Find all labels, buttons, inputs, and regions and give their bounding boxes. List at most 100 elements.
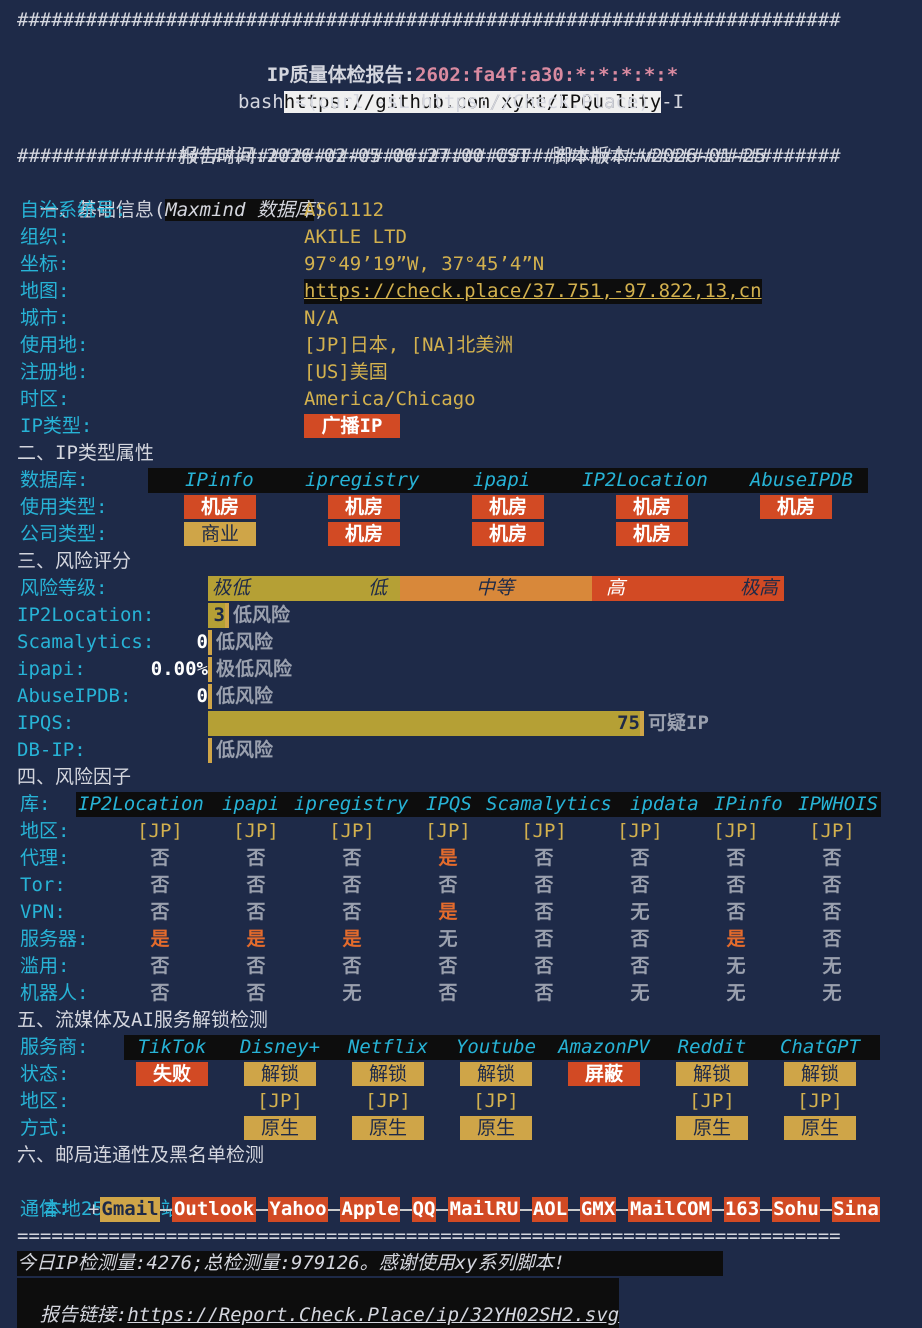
factor-value: 否 bbox=[630, 847, 650, 869]
method-badge: 原生 bbox=[460, 1116, 532, 1140]
factor-value: [JP] bbox=[809, 820, 855, 842]
lib-header-ipwhois: IPWHOIS bbox=[798, 793, 879, 815]
region-value: [JP] bbox=[473, 1090, 519, 1112]
risk-scamalytics-label: Scamalytics: bbox=[17, 631, 155, 653]
factor-value: 无 bbox=[438, 928, 458, 950]
registry-value: [US]美国 bbox=[304, 361, 388, 383]
risk-scale: 极低 低 中等 高 极高 bbox=[208, 576, 784, 601]
risk-bar-pipe bbox=[208, 684, 212, 709]
factor-value: 否 bbox=[726, 874, 746, 896]
risk-text: 低风险 bbox=[216, 685, 274, 707]
company-ipinfo: 商业 bbox=[184, 522, 256, 546]
method-badge: 原生 bbox=[676, 1116, 748, 1140]
risk-bar-pipe bbox=[208, 738, 212, 763]
status-badge: 解锁 bbox=[784, 1062, 856, 1086]
usage-place-label: 使用地: bbox=[20, 334, 89, 356]
factor-value: 否 bbox=[342, 901, 362, 923]
coords-label: 坐标: bbox=[20, 253, 70, 275]
factor-value: 否 bbox=[246, 982, 266, 1004]
factor-value: 否 bbox=[534, 955, 554, 977]
service-netflix: Netflix bbox=[347, 1036, 429, 1058]
factor-value: 否 bbox=[246, 874, 266, 896]
footer-stats: 今日IP检测量:4276;总检测量:979126。感谢使用xy系列脚本! bbox=[17, 1251, 723, 1276]
hash-separator-bottom: ########################################… bbox=[17, 145, 841, 167]
section-risk-factors-title: 四、风险因子 bbox=[17, 766, 132, 788]
company-ip2location: 机房 bbox=[616, 522, 688, 546]
factor-value: 否 bbox=[150, 982, 170, 1004]
factor-value: 否 bbox=[150, 847, 170, 869]
asn-label: 自治系统号: bbox=[20, 199, 127, 221]
status-badge: 解锁 bbox=[352, 1062, 424, 1086]
factor-value: 否 bbox=[150, 901, 170, 923]
factor-value: 否 bbox=[342, 874, 362, 896]
factor-value: 否 bbox=[822, 874, 842, 896]
factor-value: 是 bbox=[150, 928, 170, 950]
risk-bar-pipe bbox=[208, 630, 212, 655]
map-link[interactable]: https://check.place/37.751,-97.822,13,cn bbox=[304, 279, 762, 304]
risk-abuseipdb-label: AbuseIPDB: bbox=[17, 685, 132, 707]
footer-link-row: 报告链接:https://Report.Check.Place/ip/32YH0… bbox=[17, 1278, 620, 1328]
command-line: bash <(curl -sL https://Check.Place) -I bbox=[237, 91, 685, 113]
repo-row: https://github.com/xykt/IPQuality bbox=[0, 62, 922, 116]
mail-163: 163 bbox=[724, 1197, 760, 1222]
factor-label: 地区: bbox=[20, 820, 70, 842]
risk-score: 75 bbox=[617, 712, 640, 734]
mail-sohu: Sohu bbox=[772, 1197, 820, 1222]
region-value: [JP] bbox=[797, 1090, 843, 1112]
factor-value: [JP] bbox=[137, 820, 183, 842]
risk-bar-fill bbox=[208, 603, 225, 628]
risk-dbip-label: DB-IP: bbox=[17, 739, 86, 761]
risk-text: 低风险 bbox=[233, 604, 291, 626]
factor-value: 无 bbox=[822, 982, 842, 1004]
status-badge: 失败 bbox=[136, 1062, 208, 1086]
maxmind-db-label: Maxmind 数据库 bbox=[165, 199, 314, 221]
factor-value: 否 bbox=[342, 955, 362, 977]
factor-value: 否 bbox=[246, 955, 266, 977]
factor-value: 是 bbox=[342, 928, 362, 950]
lib-label: 库: bbox=[20, 793, 51, 815]
factor-label: Tor: bbox=[20, 874, 66, 896]
db-header-bg bbox=[148, 468, 868, 493]
factor-value: 否 bbox=[246, 847, 266, 869]
factor-value: 否 bbox=[630, 874, 650, 896]
timezone-label: 时区: bbox=[20, 388, 70, 410]
mail-gmx: GMX bbox=[580, 1197, 616, 1222]
footer-report-link[interactable]: https://Report.Check.Place/ip/32YH02SH2.… bbox=[127, 1304, 620, 1326]
risk-ip2location-label: IP2Location: bbox=[17, 604, 155, 626]
company-ipregistry: 机房 bbox=[328, 522, 400, 546]
risk-score: 0.00% bbox=[150, 658, 208, 680]
risk-bar-pipe bbox=[208, 657, 212, 682]
ip-type-label: IP类型: bbox=[20, 415, 93, 437]
company-type-label: 公司类型: bbox=[20, 523, 108, 545]
status-badge: 解锁 bbox=[460, 1062, 532, 1086]
service-youtube: Youtube bbox=[455, 1036, 537, 1058]
status-badge: 解锁 bbox=[676, 1062, 748, 1086]
city-label: 城市: bbox=[20, 307, 70, 329]
section-risk-score-title: 三、风险评分 bbox=[17, 550, 132, 572]
factor-value: 否 bbox=[534, 982, 554, 1004]
db-label: 数据库: bbox=[20, 469, 89, 491]
section-streaming-title: 五、流媒体及AI服务解锁检测 bbox=[17, 1009, 268, 1031]
report-time: 2026-02-05 06:27:00 CST bbox=[266, 145, 530, 167]
repo-link[interactable]: https://github.com/xykt/IPQuality bbox=[283, 91, 662, 113]
mail-mailcom: MailCOM bbox=[628, 1197, 712, 1222]
coords-value: 97°49’19”W, 37°45’4”N bbox=[304, 253, 545, 275]
factor-value: 否 bbox=[246, 901, 266, 923]
region-value: [JP] bbox=[257, 1090, 303, 1112]
mail-yahoo: Yahoo bbox=[268, 1197, 328, 1222]
company-ipapi: 机房 bbox=[472, 522, 544, 546]
mail-mailru: MailRU bbox=[448, 1197, 520, 1222]
factor-value: 否 bbox=[534, 928, 554, 950]
usage-ip2location: 机房 bbox=[616, 495, 688, 519]
report-title-text: IP质量体检报告: bbox=[266, 64, 416, 86]
org-label: 组织: bbox=[20, 226, 70, 248]
mail-sina: Sina bbox=[832, 1197, 880, 1222]
usage-ipinfo: 机房 bbox=[184, 495, 256, 519]
usage-abuseipdb: 机房 bbox=[760, 495, 832, 519]
factor-value: 无 bbox=[342, 982, 362, 1004]
version-label: 脚本版本: bbox=[552, 145, 640, 167]
footer-link-label: 报告链接: bbox=[39, 1304, 128, 1326]
factor-value: 否 bbox=[438, 874, 458, 896]
risk-bar-pipe bbox=[225, 603, 229, 628]
status-label: 状态: bbox=[20, 1063, 70, 1085]
